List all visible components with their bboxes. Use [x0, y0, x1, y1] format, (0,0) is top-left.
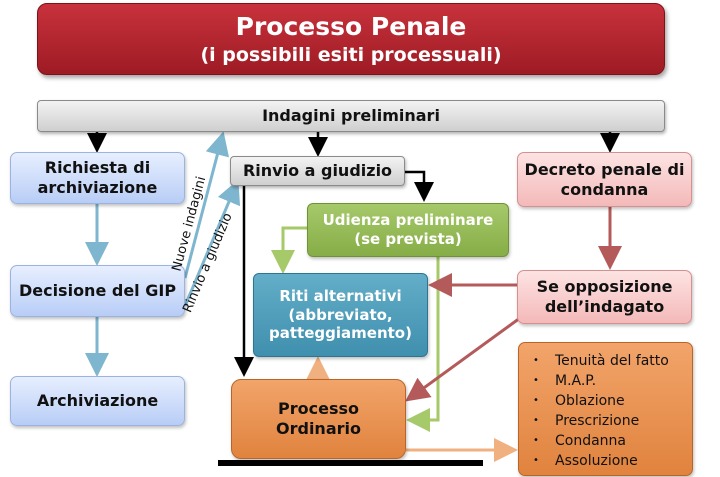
decreto-line2: condanna	[560, 179, 649, 199]
decisione-gip-box: Decisione del GIP	[10, 265, 185, 317]
esiti-list: •Tenuità del fatto •M.A.P. •Oblazione •P…	[519, 343, 692, 471]
archiviazione-box: Archiviazione	[10, 376, 185, 426]
processo-line1: Processo	[278, 399, 359, 418]
riti-line3: patteggiamento)	[269, 324, 412, 343]
arrow-udienza-processo	[406, 257, 440, 432]
processo-ordinario-box: Processo Ordinario	[231, 379, 406, 459]
arrow-rinvio-a-giudizio	[183, 179, 241, 307]
esiti-item: •Tenuità del fatto	[533, 353, 669, 369]
arrow-nuove-indagini	[183, 131, 230, 279]
bullet-icon: •	[533, 395, 539, 406]
richiesta-line2: archiviazione	[37, 178, 158, 197]
rinvio-label: Rinvio a giudizio	[242, 161, 393, 180]
bullet-icon: •	[533, 355, 539, 366]
esiti-item: •Oblazione	[533, 393, 625, 409]
title-line1: Processo Penale	[235, 11, 467, 41]
opposizione-box: Se opposizione dell’indagato	[517, 270, 692, 324]
opposizione-line2: dell’indagato	[544, 297, 665, 316]
title-line2: (i possibili esiti processuali)	[200, 43, 502, 66]
arrow-opposizione-processo	[405, 316, 521, 402]
archiviazione-label: Archiviazione	[36, 391, 159, 410]
indagini-label: Indagini preliminari	[262, 106, 440, 125]
esiti-item: •M.A.P.	[533, 373, 597, 389]
richiesta-line1: Richiesta di	[44, 158, 151, 177]
opposizione-line1: Se opposizione	[536, 277, 673, 296]
esiti-item: •Condanna	[533, 433, 627, 449]
bullet-icon: •	[533, 375, 539, 386]
processo-line2: Ordinario	[276, 419, 361, 438]
bullet-icon: •	[533, 455, 539, 466]
bullet-icon: •	[533, 435, 539, 446]
bullet-icon: •	[533, 415, 539, 426]
udienza-line1: Udienza preliminare	[322, 211, 494, 230]
udienza-line2: (se prevista)	[354, 230, 462, 248]
arrow-rinvio-udienza	[405, 170, 434, 202]
decisione-label: Decisione del GIP	[18, 281, 177, 300]
riti-line1: Riti alternativi	[279, 286, 402, 305]
richiesta-archiviazione-box: Richiesta di archiviazione	[10, 152, 185, 204]
udienza-preliminare-box: Udienza preliminare (se prevista)	[307, 203, 509, 257]
rinvio-a-giudizio-box: Rinvio a giudizio	[230, 156, 405, 186]
diagram-title: Processo Penale (i possibili esiti proce…	[37, 3, 665, 75]
arrow-udienza-riti	[271, 226, 307, 274]
decreto-line1: Decreto penale di	[524, 159, 685, 179]
esiti-list-box: •Tenuità del fatto •M.A.P. •Oblazione •P…	[518, 342, 693, 476]
decreto-penale-box: Decreto penale di condanna	[517, 152, 692, 207]
riti-alternativi-box: Riti alternativi (abbreviato, patteggiam…	[253, 273, 428, 357]
indagini-preliminari-box: Indagini preliminari	[37, 100, 665, 132]
esiti-item: •Assoluzione	[533, 453, 638, 469]
riti-line2: (abbreviato,	[288, 305, 393, 324]
base-line	[218, 460, 483, 466]
esiti-item: •Prescrizione	[533, 413, 640, 429]
